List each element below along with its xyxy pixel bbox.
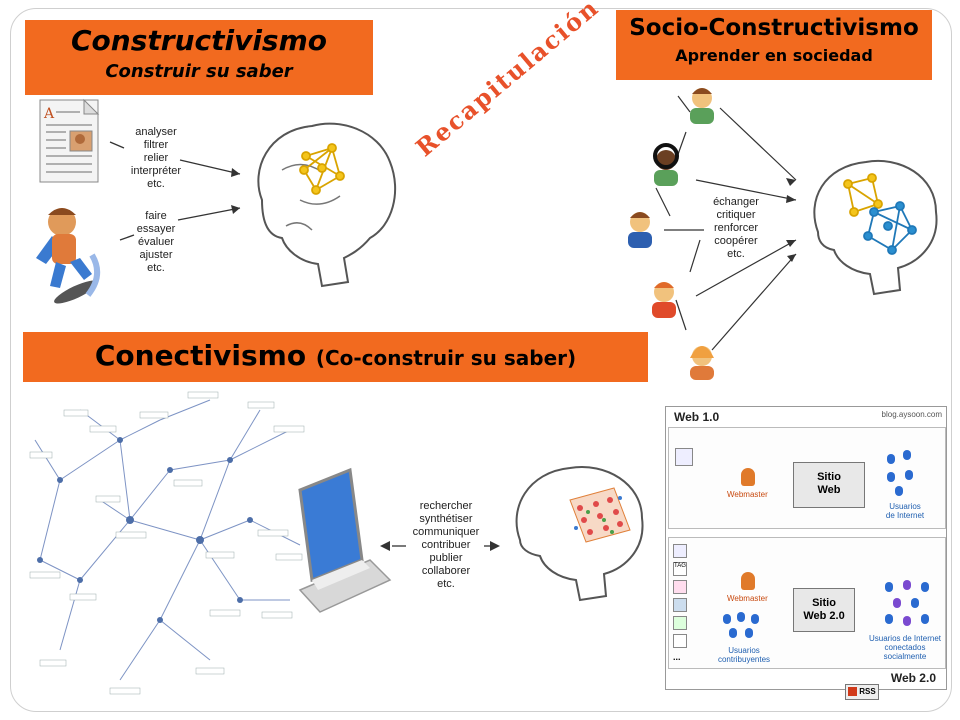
conectivismo-title: Conectivismo (Co-construir su saber): [23, 332, 648, 382]
usuarios-conectados-label: Usuarios de Internet conectados socialme…: [868, 634, 942, 661]
web1-panel: Webmaster Sitio Web Usuarios de Internet: [668, 427, 946, 529]
webmaster-icon: [741, 468, 755, 486]
socio-constructivismo-banner: Socio-Constructivismo Aprender en socied…: [616, 10, 932, 80]
socio-title: Socio-Constructivismo: [629, 15, 919, 41]
conectivismo-banner: Conectivismo (Co-construir su saber): [23, 332, 648, 382]
web2-panel: TAG ... Webmaster Sitio Web 2.0 RSS Usua…: [668, 537, 946, 700]
conectivismo-verbs: rechercher synthétiser communiquer contr…: [412, 500, 480, 590]
webmaster-label: Webmaster: [727, 490, 768, 499]
sitio-web-box: Sitio Web: [793, 462, 865, 508]
webmaster-icon-2: [741, 572, 755, 590]
contributors-icon: [721, 612, 765, 644]
conectivismo-title-main: Conectivismo: [94, 339, 307, 372]
usuarios-internet-label: Usuarios de Internet: [885, 502, 925, 520]
tools-column-icons: TAG ...: [673, 544, 687, 662]
socio-verbs: échanger critiquer renforcer coopérer et…: [713, 196, 759, 260]
sitio-web2-box: Sitio Web 2.0: [793, 588, 855, 632]
webmaster-label-2: Webmaster: [727, 594, 768, 603]
socio-subtitle: Aprender en sociedad: [675, 46, 873, 65]
constructivismo-banner: Constructivismo Construir su saber: [25, 20, 373, 95]
social-users-icon: [883, 580, 935, 630]
conectivismo-subtitle: (Co-construir su saber): [315, 346, 577, 370]
rss-box: RSS: [845, 684, 879, 700]
web-comparison-figure: Web 1.0 blog.aysoon.com Webmaster Sitio …: [665, 406, 947, 700]
web2-label: Web 2.0: [890, 671, 936, 685]
usuarios-contribuyentes-label: Usuarios contribuyentes: [717, 646, 771, 664]
constructivismo-subtitle: Construir su saber: [105, 61, 293, 82]
web1-label: Web 1.0: [674, 410, 720, 424]
constructivismo-verbs-1: analyser filtrer relier interpréter etc.: [130, 126, 182, 190]
edit-icon: [675, 448, 693, 466]
constructivismo-title: Constructivismo: [70, 24, 328, 57]
rss-icon: [848, 687, 858, 697]
constructivismo-verbs-2: faire essayer évaluer ajuster etc.: [136, 210, 176, 274]
users-group-icon: [883, 450, 923, 500]
credit-label: blog.aysoon.com: [881, 410, 942, 419]
